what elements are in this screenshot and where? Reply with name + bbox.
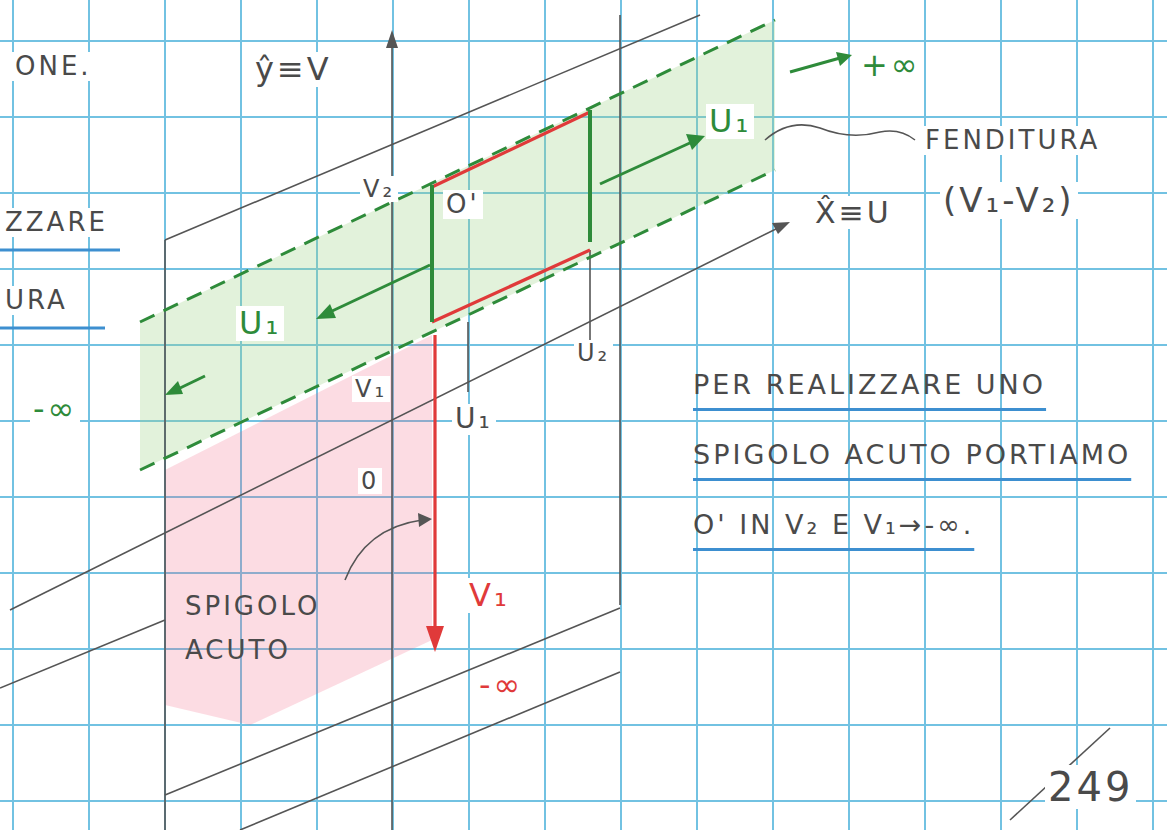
callout-label: SPIGOLO ACUTO [182, 584, 358, 672]
pencil-lines [0, 15, 1110, 830]
origin-label: 0 [358, 468, 382, 494]
coordinate-label: U₂ [574, 340, 613, 366]
page-number: 249 [1045, 765, 1136, 809]
coordinate-label: V₂ [360, 176, 398, 202]
callout-label: (V₁-V₂) [940, 182, 1078, 219]
limit-label: +∞ [858, 48, 923, 83]
limit-label: -∞ [30, 392, 80, 427]
coordinate-label: U₁ [452, 404, 496, 435]
cut-note: URA [2, 286, 71, 315]
cut-note: ZZARE [2, 208, 111, 237]
coordinate-label: U₁ [236, 306, 284, 341]
green-lines [140, 20, 840, 470]
red-lines [432, 112, 590, 628]
green-arrowheads [165, 52, 852, 395]
note: PER REALIZZARE UNO SPIGOLO ACUTO PORTIAM… [690, 350, 1156, 561]
green-band [140, 20, 775, 470]
coordinate-label: V₁ [352, 376, 390, 402]
axis-label: ŷ≡V [252, 52, 335, 87]
red-arrowhead [426, 626, 444, 652]
cut-note: ONE. [12, 52, 95, 81]
point-label: O' [443, 190, 483, 219]
coordinate-label: U₁ [706, 104, 754, 139]
underlines [0, 250, 120, 328]
limit-label: -∞ [476, 668, 526, 703]
axis-label: X̂≡U [812, 196, 895, 229]
callout-label: FENDITURA [922, 126, 1103, 155]
coordinate-label: V₁ [466, 578, 513, 613]
